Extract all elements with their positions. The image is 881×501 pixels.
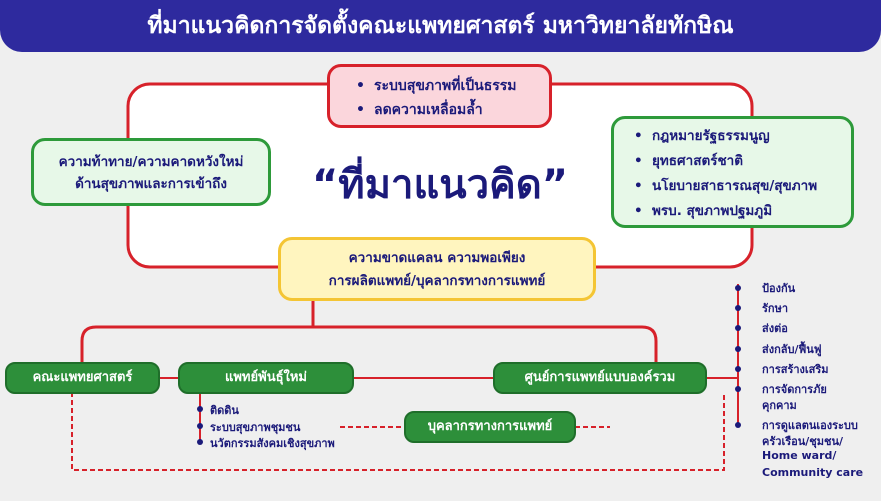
service-item: รักษา <box>762 302 788 315</box>
service-item: Community care <box>762 466 864 479</box>
service-item: Home ward/ <box>762 449 837 462</box>
service-item: การจัดการภัย <box>762 383 827 396</box>
service-bullet <box>735 422 741 428</box>
service-item: ส่งต่อ <box>762 322 788 335</box>
equity-item: ลดความเหลื่อมล้ำ <box>356 98 539 122</box>
equity-item: ระบบสุขภาพที่เป็นธรรม <box>356 74 539 98</box>
policy-item: ยุทธศาสตร์ชาติ <box>634 149 843 174</box>
service-item: ส่งกลับ/ฟื้นฟู <box>762 343 822 356</box>
service-bullet <box>735 285 741 291</box>
service-bullet <box>735 325 741 331</box>
service-bullet <box>735 366 741 372</box>
service-item: ครัวเรือน/ชุมชน/ <box>762 435 843 448</box>
trait-bullet <box>197 439 203 445</box>
branch-frame <box>80 325 658 366</box>
page-header: ที่มาแนวคิดการจัดตั้งคณะแพทยศาสตร์ มหาวิ… <box>0 0 881 52</box>
new-doctor-node: แพทย์พันธุ์ใหม่ <box>178 362 354 394</box>
trait-bullet <box>197 406 203 412</box>
equity-box: ระบบสุขภาพที่เป็นธรรม ลดความเหลื่อมล้ำ <box>327 64 552 128</box>
center-concept-label: “ที่มาแนวคิด” <box>311 162 569 208</box>
challenges-box: ความท้าทาย/ความคาดหวังใหม่ ด้านสุขภาพและ… <box>31 138 271 206</box>
medical-personnel-node: บุคลากรทางการแพทย์ <box>404 411 576 443</box>
shortage-box: ความขาดแคลน ความพอเพียง การผลิตแพทย์/บุค… <box>278 237 596 301</box>
challenges-line-1: ความท้าทาย/ความคาดหวังใหม่ <box>58 154 244 170</box>
faculty-node: คณะแพทยศาสตร์ <box>5 362 160 394</box>
challenges-line-2: ด้านสุขภาพและการเข้าถึง <box>75 176 227 192</box>
service-item: คุกคาม <box>762 399 797 412</box>
shortage-line-1: ความขาดแคลน ความพอเพียง <box>348 250 526 266</box>
policy-item: นโยบายสาธารณสุข/สุขภาพ <box>634 174 843 199</box>
integrated-center-node: ศูนย์การแพทย์แบบองค์รวม <box>493 362 707 394</box>
service-item: การสร้างเสริม <box>762 363 829 376</box>
policy-item: พรบ. สุขภาพปฐมภูมิ <box>634 199 843 224</box>
service-bullet <box>735 305 741 311</box>
trait-bullet <box>197 423 203 429</box>
policy-item: กฎหมายรัฐธรรมนูญ <box>634 124 843 149</box>
trait-item: นวัตกรรมสังคมเชิงสุขภาพ <box>210 437 335 450</box>
dashed-loop <box>71 392 725 471</box>
policy-box: กฎหมายรัฐธรรมนูญ ยุทธศาสตร์ชาติ นโยบายสา… <box>611 116 854 228</box>
trait-item: ระบบสุขภาพชุมชน <box>210 421 301 434</box>
trait-item: ติดดิน <box>210 404 239 417</box>
service-item: ป้องกัน <box>762 282 796 295</box>
service-item: การดูแลตนเองระบบ <box>762 419 858 432</box>
service-bullet <box>735 346 741 352</box>
service-bullet <box>735 386 741 392</box>
shortage-line-2: การผลิตแพทย์/บุคลากรทางการแพทย์ <box>328 273 546 289</box>
